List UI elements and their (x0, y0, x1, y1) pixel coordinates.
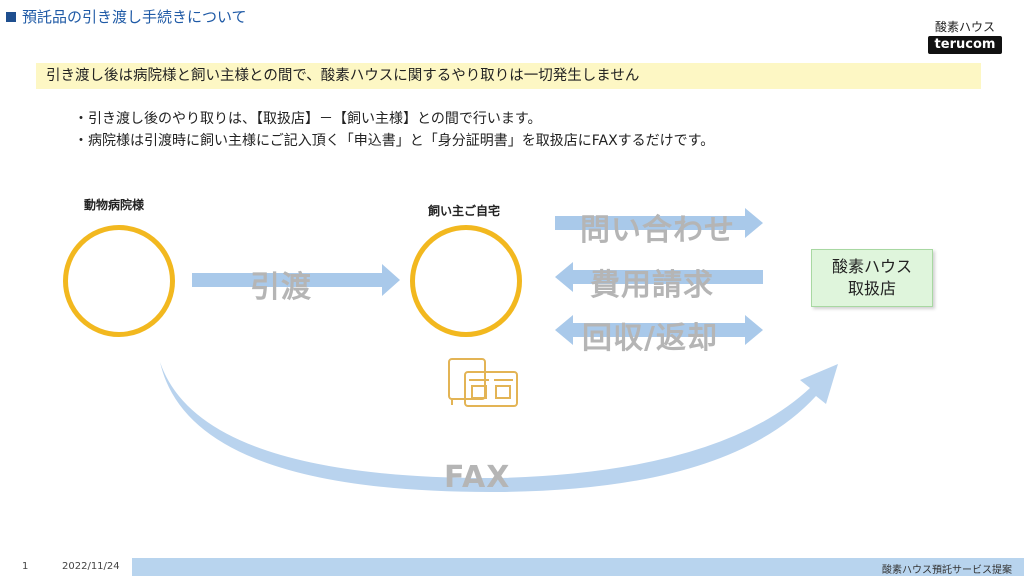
collect-text: 回収/返却 (582, 321, 718, 356)
bullet-list: ・引き渡し後のやり取りは、【取扱店】－【飼い主様】との間で行います。 ・病院様は… (74, 108, 714, 152)
bullet-item-1: ・引き渡し後のやり取りは、【取扱店】－【飼い主様】との間で行います。 (74, 111, 542, 127)
slide-title-text: 預託品の引き渡し手続きについて (22, 8, 247, 26)
footer-date: 2022/11/24 (62, 561, 120, 572)
collect-arrow (555, 315, 763, 345)
inquiry-arrow (555, 208, 763, 238)
shop-line-2: 取扱店 (847, 279, 896, 298)
inquiry-text: 問い合わせ (580, 213, 735, 248)
footer-page-number: 1 (22, 561, 29, 572)
oxygen-house-device-icon (448, 358, 518, 407)
billing-text: 費用請求 (590, 268, 714, 303)
billing-arrow (555, 262, 763, 292)
footer-caption: 酸素ハウス預託サービス提案 (882, 565, 1012, 576)
title-square-icon (6, 11, 16, 22)
fax-curve-arrow (160, 362, 838, 493)
hospital-label: 動物病院様 (84, 198, 145, 212)
summary-banner: 引き渡し後は病院様と飼い主様との間で、酸素ハウスに関するやり取りは一切発生しませ… (36, 63, 981, 89)
logo-bottom-text: terucom (928, 36, 1002, 54)
footer-bar (132, 558, 1024, 576)
footer: 1 2022/11/24 酸素ハウス預託サービス提案 (0, 558, 1024, 576)
bullet-item-2: ・病院様は引渡時に飼い主様にご記入頂く「申込書」と「身分証明書」を取扱店にFAX… (74, 133, 715, 149)
logo-top-text: 酸素ハウス (934, 20, 995, 34)
company-logo: 酸素ハウス terucom (928, 20, 1002, 54)
fax-text: FAX (444, 460, 511, 495)
owner-circle (410, 225, 522, 337)
slide-title: 預託品の引き渡し手続きについて (6, 6, 247, 27)
hospital-circle (63, 225, 175, 337)
owner-label: 飼い主ご自宅 (428, 204, 501, 218)
handover-arrow (192, 264, 400, 296)
shop-box: 酸素ハウス 取扱店 (811, 249, 933, 307)
shop-line-1: 酸素ハウス (831, 257, 912, 276)
handover-text: 引渡 (250, 270, 312, 305)
